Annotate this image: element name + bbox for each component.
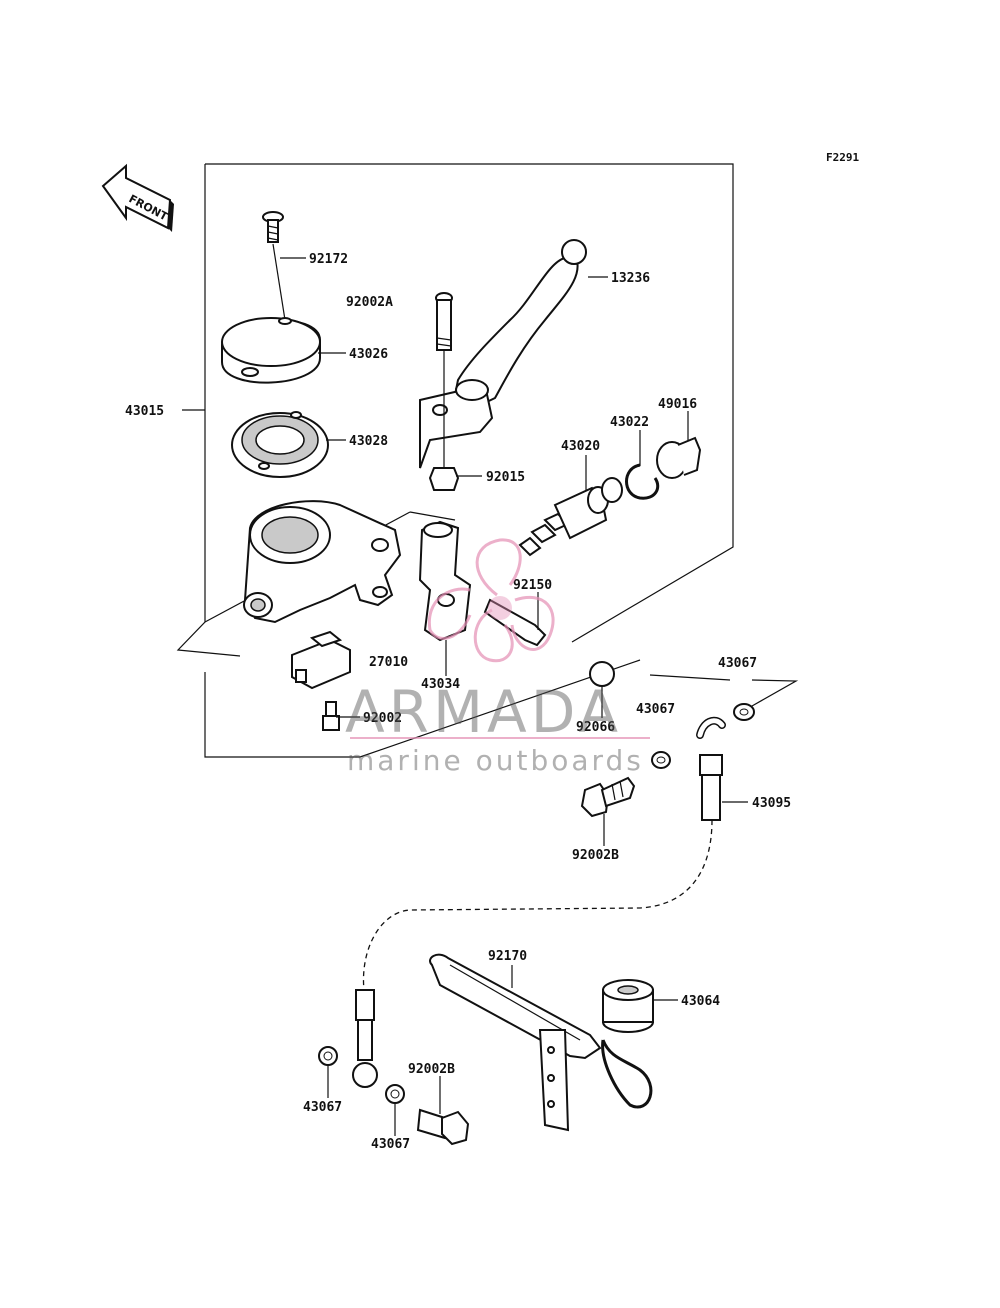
washer-43067-a	[733, 703, 755, 721]
label-92172: 92172	[309, 252, 348, 267]
banjo-bolt-92002B-b	[416, 1108, 470, 1146]
front-arrow-icon: FRONT	[101, 163, 174, 232]
label-92002B-a: 92002B	[572, 848, 619, 863]
label-43067-a: 43067	[718, 656, 757, 671]
label-43067-d: 43067	[371, 1137, 410, 1152]
reservoir-cap-43026	[221, 317, 321, 384]
label-43026: 43026	[349, 347, 388, 362]
label-92002A: 92002A	[346, 295, 393, 310]
washer-43067-d	[385, 1084, 405, 1104]
watermark-brand: ARMADA	[345, 678, 622, 746]
bleeder-92002	[322, 701, 340, 731]
watermark: ARMADA marine outboards	[345, 538, 650, 777]
label-27010: 27010	[369, 655, 408, 670]
part-labels: 92172 13236 92002A 43026 43015 43028 490…	[125, 252, 791, 1152]
label-43028: 43028	[349, 434, 388, 449]
figure-code: F2291	[826, 151, 859, 164]
leader-lines	[182, 257, 799, 1136]
label-49016: 49016	[658, 397, 697, 412]
pivot-bolt-92002A	[435, 292, 453, 468]
label-43015: 43015	[125, 404, 164, 419]
label-92002B-b: 92002B	[408, 1062, 455, 1077]
brake-lever-13236	[419, 239, 587, 469]
label-43095: 43095	[752, 796, 791, 811]
label-92015: 92015	[486, 470, 525, 485]
label-43064: 43064	[681, 994, 720, 1009]
push-rod-92150	[483, 598, 547, 647]
holder-43034	[418, 520, 472, 642]
banjo-bolt-92002B-a	[580, 776, 636, 818]
brake-hose-43095	[352, 716, 726, 1088]
washer-43067-b	[651, 751, 671, 769]
label-92150: 92150	[513, 578, 552, 593]
label-92066: 92066	[576, 720, 615, 735]
nut-92015	[428, 467, 460, 491]
spring-43064	[601, 979, 654, 1109]
washer-43067-c	[318, 1046, 338, 1066]
label-43034: 43034	[421, 677, 460, 692]
screw-92172	[262, 211, 286, 321]
label-43067-c: 43067	[303, 1100, 342, 1115]
label-43067-b: 43067	[636, 702, 675, 717]
propeller-logo-icon	[427, 538, 555, 663]
label-92002: 92002	[363, 711, 402, 726]
circlip-43022	[625, 463, 660, 500]
label-43020: 43020	[561, 439, 600, 454]
label-43022: 43022	[610, 415, 649, 430]
bracket-92170	[429, 953, 602, 1132]
brake-switch-27010	[291, 630, 351, 690]
label-13236: 13236	[611, 271, 650, 286]
diaphragm-43028	[231, 411, 329, 478]
label-92170: 92170	[488, 949, 527, 964]
dust-boot-49016	[656, 436, 702, 479]
master-cylinder-body	[243, 500, 402, 624]
piston-43020	[518, 477, 623, 557]
watermark-tagline: marine outboards	[347, 744, 644, 777]
